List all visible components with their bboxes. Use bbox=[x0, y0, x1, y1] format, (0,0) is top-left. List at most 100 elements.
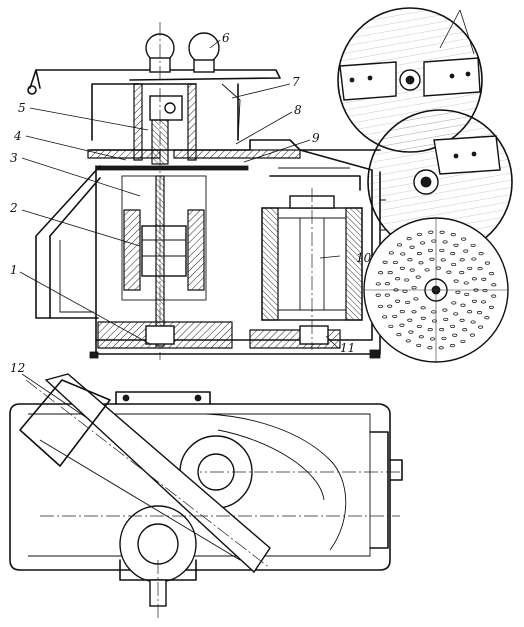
label-6: 6 bbox=[222, 31, 230, 45]
grater-hole bbox=[471, 299, 477, 303]
grater-hole bbox=[427, 248, 433, 252]
grater-hole bbox=[399, 323, 405, 327]
grater-hole bbox=[442, 308, 448, 312]
grater-hole bbox=[462, 328, 468, 332]
grater-hole bbox=[395, 299, 401, 303]
callouts: 6 7 5 8 4 9 3 2 10 1 11 12 bbox=[9, 31, 372, 421]
label-4: 4 bbox=[13, 129, 22, 143]
grater-hole bbox=[438, 346, 444, 350]
grater-hole bbox=[469, 333, 475, 337]
label-5: 5 bbox=[18, 101, 26, 115]
grater-hole bbox=[406, 237, 412, 241]
grater-hole bbox=[418, 261, 424, 265]
grater-hole bbox=[450, 324, 456, 328]
grater-hole bbox=[451, 262, 457, 267]
electric-motor bbox=[261, 188, 363, 350]
grater-hole bbox=[453, 243, 459, 247]
grater-hole bbox=[420, 316, 426, 320]
grater-hole bbox=[451, 301, 457, 305]
grater-hole bbox=[382, 315, 388, 319]
grater-hole bbox=[375, 282, 381, 286]
grater-hole bbox=[428, 230, 434, 234]
plan-view bbox=[9, 373, 403, 620]
grater-hole bbox=[470, 243, 476, 247]
grater-hole bbox=[463, 281, 469, 285]
grater-hole bbox=[384, 293, 390, 297]
grater-hole bbox=[400, 252, 406, 256]
grater-hole bbox=[478, 252, 484, 256]
grater-hole bbox=[407, 258, 413, 262]
grater-hole bbox=[452, 333, 458, 337]
grater-hole bbox=[471, 277, 477, 281]
grater-hole bbox=[395, 277, 401, 281]
grater-hole bbox=[427, 328, 433, 332]
grater-hole bbox=[459, 318, 465, 322]
grater-hole bbox=[388, 251, 394, 255]
grater-hole bbox=[429, 337, 436, 341]
grater-hole bbox=[459, 271, 465, 275]
grater-hole bbox=[455, 290, 461, 294]
grater-hole bbox=[420, 241, 426, 245]
grater-hole bbox=[441, 336, 447, 340]
grater-hole bbox=[408, 330, 414, 334]
grater-hole bbox=[446, 270, 452, 274]
grater-hole bbox=[378, 271, 384, 275]
grater-hole bbox=[407, 318, 413, 322]
grater-hole bbox=[409, 268, 415, 272]
grater-hole bbox=[443, 317, 449, 321]
grater-hole bbox=[461, 237, 467, 241]
grater-hole bbox=[431, 319, 437, 323]
grater-hole bbox=[439, 230, 445, 234]
label-2: 2 bbox=[9, 201, 18, 215]
grater-hole bbox=[471, 257, 477, 261]
label-3: 3 bbox=[10, 151, 18, 165]
grater-hole bbox=[424, 268, 430, 272]
grater-hole bbox=[478, 325, 484, 329]
grater-hole bbox=[435, 266, 441, 270]
grater-hole bbox=[377, 304, 383, 308]
grater-hole bbox=[405, 339, 411, 343]
grater-hole bbox=[375, 293, 381, 297]
grater-disc bbox=[363, 217, 509, 363]
grater-hole bbox=[411, 310, 417, 314]
grater-hole bbox=[439, 248, 445, 252]
label-12: 12 bbox=[10, 361, 25, 375]
grater-hole bbox=[480, 300, 487, 304]
grater-hole bbox=[411, 286, 417, 290]
section-view bbox=[27, 22, 386, 360]
grater-hole bbox=[416, 343, 422, 347]
grater-hole bbox=[413, 297, 419, 301]
grater-hole bbox=[417, 232, 423, 236]
grater-hole bbox=[453, 279, 459, 283]
grater-hole bbox=[449, 344, 455, 348]
grater-hole bbox=[491, 294, 497, 298]
grater-hole bbox=[464, 292, 470, 296]
grater-hole bbox=[404, 278, 410, 282]
grater-hole bbox=[460, 303, 466, 307]
grater-hole bbox=[491, 283, 497, 287]
grater-hole bbox=[450, 233, 456, 237]
grater-hole bbox=[416, 324, 422, 328]
grater-hole bbox=[467, 266, 473, 270]
grater-hole bbox=[431, 310, 437, 314]
grater-hole bbox=[431, 239, 437, 243]
shredding-disc bbox=[367, 109, 513, 255]
grater-hole bbox=[477, 267, 483, 271]
cutting-discs bbox=[337, 7, 513, 363]
grater-hole bbox=[484, 261, 490, 265]
grater-hole bbox=[427, 346, 433, 350]
grater-hole bbox=[402, 289, 408, 293]
grater-hole bbox=[399, 310, 405, 314]
knob-pair bbox=[145, 32, 220, 73]
grater-hole bbox=[460, 339, 466, 343]
grater-hole bbox=[489, 272, 495, 276]
feed-chute bbox=[19, 373, 271, 574]
grater-hole bbox=[440, 258, 446, 262]
grater-hole bbox=[459, 258, 465, 262]
grater-hole bbox=[467, 310, 473, 314]
grater-hole bbox=[481, 277, 487, 281]
grater-hole bbox=[387, 271, 393, 275]
grater-hole bbox=[405, 300, 411, 304]
grater-hole bbox=[382, 260, 388, 264]
